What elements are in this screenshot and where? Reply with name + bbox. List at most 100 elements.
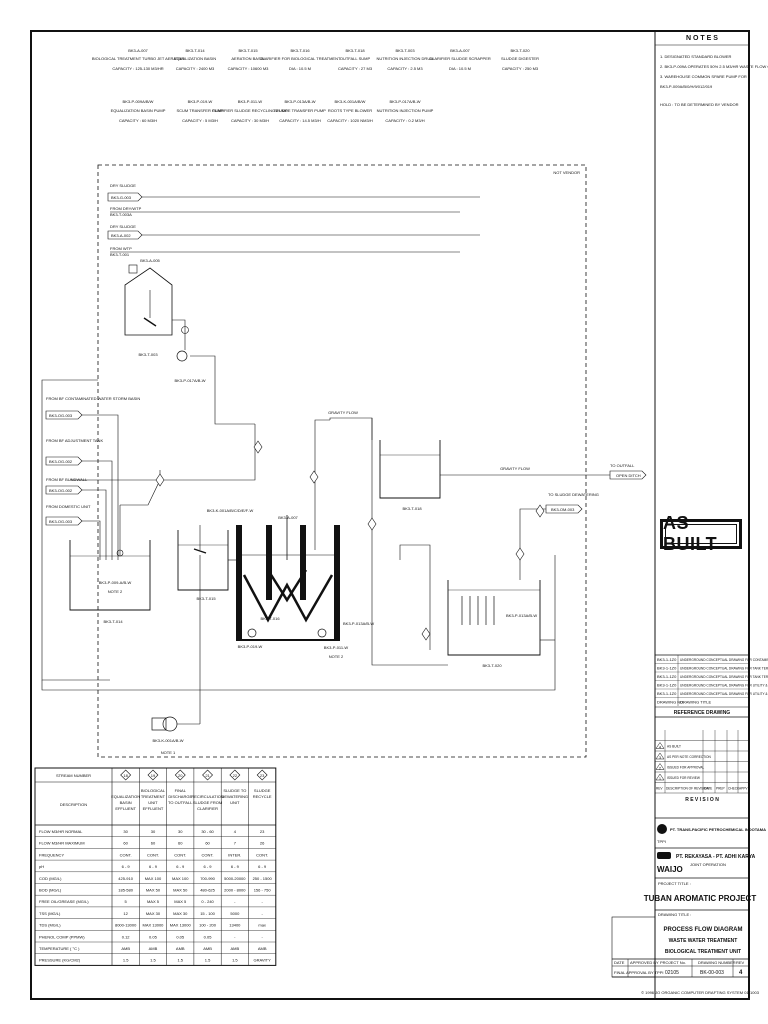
revision-no: 4 (659, 745, 662, 750)
blower: BK3-K-001A/B-W NOTE 1 (41, 555, 556, 755)
equipment-name: CLARIFIER SLUDGE SCRAPPER (429, 56, 491, 61)
source-label-1: FROM BF CONTAMINATED WATER STORM BASIN (46, 396, 140, 401)
stream-description: TO OUTFALL (168, 800, 193, 805)
stream-cell: 425-910 (118, 876, 133, 881)
stream-cell: 60 (151, 841, 156, 846)
equipment-tag: BK3-T-016 (290, 48, 310, 53)
equipment-spec: CAPACITY : 10600 M3 (228, 66, 270, 71)
stream-cell: MAX 50 (146, 888, 161, 893)
col-rev: REV (736, 960, 745, 965)
stream-cell: CONT. (120, 852, 132, 857)
stream-row-label: FREQUENCY (39, 852, 64, 857)
nutrition-tank-label: BK3-T-003 (138, 352, 158, 357)
stream-cell: 15 - 100 (200, 911, 215, 916)
scraper-label: BK3-A-007 (278, 515, 298, 520)
stream-cell: 4 (234, 829, 237, 834)
final-approval: FINAL APPROVAL BY TPPI (614, 970, 664, 975)
source-streams: FROM BF CONTAMINATED WATER STORM BASIN B… (41, 379, 140, 681)
stream-number: 22 (233, 773, 238, 778)
col-project-no: PROJECT No. (660, 960, 686, 965)
stream-corner-label: STREAM NUMBER (56, 773, 91, 778)
equipment-name: OUTFALL SUMP (340, 56, 371, 61)
stream-description: FINAL (175, 788, 187, 793)
stream-cell: 30 (178, 829, 183, 834)
stream-cell: 185-580 (118, 888, 133, 893)
stream-description: UNIT (230, 800, 240, 805)
equipment-tag: BK3-P-019-W (188, 99, 213, 104)
footer-text: © 1996 JO ORGANIC COMPUTER DRAFTING SYST… (641, 990, 760, 995)
stream-cell: 12 (123, 911, 128, 916)
nutrition-drum-label: BK3-A-005 (140, 258, 160, 263)
ref-drawing-no: BK3-1-1Z0 (657, 691, 677, 696)
utility-label-1: DRY SLUDGE (110, 183, 136, 188)
revision-header: R E V I S I O N (685, 797, 719, 803)
stream-markers (155, 440, 545, 641)
stream-cell: 30 - 60 (201, 829, 214, 834)
stream-row-label: FREE OIL/GREASE (MG/L) (39, 899, 89, 904)
equalization-pump-label: BK3-P-009-A/B-W (99, 580, 132, 585)
stream-row-label: PRESSURE (KG/CM2) (39, 958, 81, 963)
stream-cell: - (261, 911, 263, 916)
ref-drawing-no: BK3-1-1Z0 (657, 683, 677, 688)
stream-description: BASIN (120, 800, 132, 805)
stream-desc-label: DESCRIPTION (60, 802, 87, 807)
stream-row-label: TEMPERATURE ( °C ) (39, 946, 80, 951)
stream-cell: CONT. (147, 852, 159, 857)
stream-cell: MAX 30 (146, 911, 161, 916)
stream-table: STREAM NUMBERDESCRIPTION18EQUALIZATIONBA… (34, 767, 277, 966)
note-item: 3. WAREHOUSE COMMON SPARE PUMP FOR (660, 74, 747, 79)
revision-col: CHECK (728, 787, 740, 791)
stream-cell: 100 - 200 (199, 923, 217, 928)
equipment-spec: CAPACITY : 0.2 M3/H (385, 118, 424, 123)
equipment-tag: BK3-P-017A/B-W (389, 99, 420, 104)
as-built-stamp: AS BUILT (660, 513, 742, 554)
stream-cell: CONT. (256, 852, 268, 857)
equipment-name: ROOTS TYPE BLOWER (328, 108, 372, 113)
owner-logo-text: TPPI (657, 839, 666, 844)
stream-description: CLARIFIER (197, 806, 218, 811)
digester-label: BK3-T-020 (482, 663, 502, 668)
equipment-tag: BK3-P-013A/B-W (284, 99, 315, 104)
stream-description: EFFLUENT (115, 806, 136, 811)
stream-cell: 0.12 (122, 934, 131, 939)
utility-sub-2: BK3-T-003A (110, 212, 132, 217)
stream-cell: MAX 100 (172, 876, 189, 881)
stream-description: EQUALIZATION (111, 794, 140, 799)
note-item: BK3-P-009A/B/0/H/9/012/019 (660, 84, 713, 89)
revision-col: DESCRIPTION OF REVISION (666, 787, 710, 791)
equipment-spec: CAPACITY : 14.5 M3/H (279, 118, 321, 123)
utility-box-3-text: BK3-A-002 (111, 233, 131, 238)
stream-cell: 1.5 (177, 958, 183, 963)
equipment-spec: CAPACITY : 27 M3 (338, 66, 373, 71)
stream-description: SLUDGE (254, 788, 271, 793)
clarifier: BK3-A-007 BK3-T-016 BK3-P-019-W BK3-P-01… (236, 419, 374, 659)
stream-cell: 23 (260, 829, 265, 834)
stream-cell: 30 (151, 829, 156, 834)
dewater-label: TO SLUDGE DEWATERING (548, 492, 599, 497)
outfall-sump: GRAVITY FLOW BK3-T-018 GRAVITY FLOW TO O… (328, 410, 647, 525)
equipment-name: AERATION BASIN (231, 56, 264, 61)
equipment-name: CLARIFIER SLUDGE RECYCLING PUMP (212, 108, 288, 113)
utility-label-4: FROM WTP (110, 246, 132, 251)
stream-cell: 60 (178, 841, 183, 846)
stream-cell: 0.05 (176, 934, 185, 939)
equipment-spec: CAPACITY : 2.5 M3 (387, 66, 423, 71)
revision-no: 2 (659, 766, 662, 771)
ref-col-title: DRAWING TITLE (680, 700, 711, 705)
stream-cell: AMB (231, 946, 240, 951)
stream-cell: 1.5 (205, 958, 211, 963)
revision-col: REV (656, 787, 663, 791)
utility-sub-4: BK3-T-001 (110, 252, 130, 257)
equipment-tag: BK3-T-018 (345, 48, 365, 53)
stream-cell: GRAVITY (254, 958, 272, 963)
drawing-label: DRAWING TITLE : (658, 912, 691, 917)
contractor-brand2: PT. REKAYASA - PT. ADHI KARYA (676, 854, 756, 860)
rev-no: 4 (739, 970, 743, 976)
note-item: 2. BK3-P-009A OPERATES 50% 2.5 M3/HR WAS… (660, 64, 768, 69)
stream-cell: 1.5 (150, 958, 156, 963)
stream-cell: 2000 - 8000 (224, 888, 246, 893)
equipment-tag: BK3-T-015 (238, 48, 258, 53)
col-date: DATE (614, 960, 625, 965)
